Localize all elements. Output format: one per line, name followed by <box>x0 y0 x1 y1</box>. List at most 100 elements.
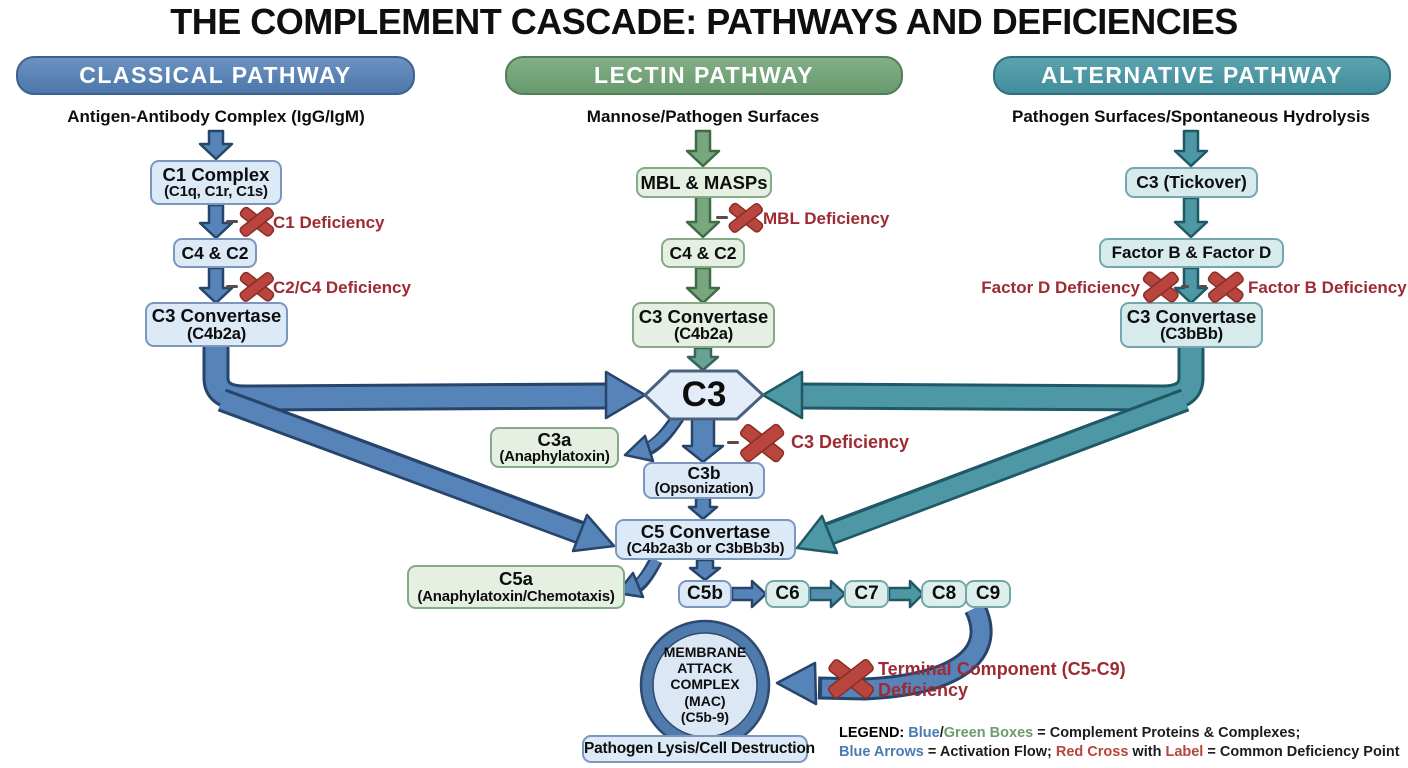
c5conv-line2: (C4b2a3b or C3bBb3b) <box>626 540 785 558</box>
legend-activation-flow: = Activation Flow; <box>923 743 1056 760</box>
box-c5b: C5b <box>678 580 732 608</box>
c5conv-line1: C5 Convertase <box>640 520 771 542</box>
legend-line-2: Blue Arrows = Activation Flow; Red Cross… <box>839 743 1400 762</box>
c5b-label: C5b <box>687 583 723 605</box>
chain-arrows <box>808 579 847 609</box>
mac-line-3: COMPLEX <box>670 676 740 693</box>
terminal-deficiency-label: Terminal Component (C5-C9) Deficiency <box>878 659 1126 701</box>
c2c4-deficiency-label: C2/C4 Deficiency <box>273 278 411 297</box>
box-c9: C9 <box>965 580 1011 608</box>
legend: LEGEND: Blue/Green Boxes = Complement Pr… <box>839 724 1400 761</box>
terminal-deficiency-line2: Deficiency <box>878 680 969 700</box>
classical-down-arrows <box>198 129 768 609</box>
c3-deficiency-label: C3 Deficiency <box>791 432 910 452</box>
c3b-line2: (Opsonization) <box>654 481 754 498</box>
c3a-line2: (Anaphylatoxin) <box>499 448 610 466</box>
classical-to-c3-arrow <box>202 345 647 420</box>
pathway-header-lectin-label: LECTIN PATHWAY <box>594 62 814 88</box>
box-c5-convertase: C5 Convertase (C4b2a3b or C3bBb3b) <box>615 519 796 560</box>
classical-to-c5-arrow <box>217 388 616 553</box>
legend-label-word: Label <box>1165 743 1204 760</box>
alternative-source-label: Pathogen Surfaces/Spontaneous Hydrolysis <box>1011 107 1371 126</box>
pathway-header-classical-label: CLASSICAL PATHWAY <box>79 62 352 88</box>
box-c1-complex: C1 Complex (C1q, C1r, C1s) <box>150 160 282 205</box>
classical-c4c2-label: C4 & C2 <box>181 242 249 263</box>
c9-to-mac-arrow <box>775 602 993 706</box>
box-c3b: C3b (Opsonization) <box>643 462 765 499</box>
classical-conv-line1: C3 Convertase <box>151 305 282 327</box>
mac-line-4: (MAC) <box>684 692 726 709</box>
legend-green-boxes-word: Green Boxes <box>943 725 1034 741</box>
c3a-line1: C3a <box>537 428 572 450</box>
lectin-conv-line1: C3 Convertase <box>638 305 769 327</box>
red-cross-icon <box>728 200 763 235</box>
c7-label: C7 <box>854 583 879 605</box>
pathway-header-classical: CLASSICAL PATHWAY <box>16 56 415 95</box>
box-mbl-masps: MBL & MASPs <box>636 167 772 198</box>
legend-line-1: LEGEND: Blue/Green Boxes = Complement Pr… <box>839 724 1400 743</box>
lectin-source-label: Mannose/Pathogen Surfaces <box>586 107 820 126</box>
alternative-conv-line2: (C3bBb) <box>1160 325 1223 344</box>
c1-deficiency-dash <box>226 220 238 223</box>
factor-d-deficiency-dash <box>1181 285 1189 288</box>
factor-d-deficiency-label: Factor D Deficiency <box>981 278 1140 297</box>
box-c8: C8 <box>921 580 967 608</box>
lectin-c4c2-label: C4 & C2 <box>669 242 737 263</box>
terminal-deficiency-line1: Terminal Component (C5-C9) <box>878 659 1126 679</box>
c3-hexagon-label: C3 <box>681 375 727 414</box>
red-cross-icon <box>828 656 874 702</box>
mac-circle <box>639 619 771 751</box>
legend-blue-arrows-word: Blue Arrows <box>839 743 924 760</box>
red-cross-icon <box>1208 269 1244 305</box>
alternative-to-c3-arrow <box>761 345 1205 420</box>
alternative-to-c5-arrow <box>795 388 1190 555</box>
lectin-down-arrows <box>685 129 721 305</box>
box-outcome: Pathogen Lysis/Cell Destruction <box>582 735 815 763</box>
alternative-down-arrows <box>887 129 1209 609</box>
mac-line-5: (C5b-9) <box>680 708 730 725</box>
legend-line1-rest: = Complement Proteins & Complexes; <box>1033 725 1301 741</box>
box-lectin-c3-convertase: C3 Convertase (C4b2a) <box>632 302 775 348</box>
box-classical-c3-convertase: C3 Convertase (C4b2a) <box>145 302 288 347</box>
red-cross-icon <box>239 204 274 239</box>
c2c4-deficiency-dash <box>226 285 238 288</box>
pathway-header-lectin: LECTIN PATHWAY <box>505 56 903 95</box>
c1-complex-line2: (C1q, C1r, C1s) <box>164 183 268 201</box>
pathway-header-alternative: ALTERNATIVE PATHWAY <box>993 56 1391 95</box>
factor-b-d-label: Factor B & Factor D <box>1111 243 1272 263</box>
c3-hexagon <box>643 369 765 421</box>
c6-label: C6 <box>775 583 800 605</box>
mbl-deficiency-label: MBL Deficiency <box>763 209 890 228</box>
box-c5a: C5a (Anaphylatoxin/Chemotaxis) <box>407 565 625 609</box>
c9-label: C9 <box>975 583 1001 605</box>
page-title: THE COMPLEMENT CASCADE: PATHWAYS AND DEF… <box>170 1 1238 42</box>
c3b-line1: C3b <box>687 462 721 483</box>
c5a-line1: C5a <box>499 568 533 590</box>
lectin-to-c3-arrow <box>686 346 720 372</box>
box-alternative-c3-convertase: C3 Convertase (C3bBb) <box>1120 302 1263 348</box>
alternative-conv-line1: C3 Convertase <box>1126 305 1257 327</box>
red-cross-icon <box>740 421 784 465</box>
outcome-label: Pathogen Lysis/Cell Destruction <box>584 739 815 757</box>
c5a-line2: (Anaphylatoxin/Chemotaxis) <box>417 587 615 605</box>
c3-deficiency-dash <box>727 441 739 444</box>
factor-b-deficiency-label: Factor B Deficiency <box>1248 278 1407 297</box>
box-classical-c4c2: C4 & C2 <box>173 238 257 268</box>
c1-complex-line1: C1 Complex <box>162 163 270 185</box>
c3-to-c3a-arrow <box>623 413 684 463</box>
box-c3-tickover: C3 (Tickover) <box>1125 167 1258 198</box>
pathway-header-alternative-label: ALTERNATIVE PATHWAY <box>1041 62 1343 88</box>
legend-title: LEGEND: <box>839 725 909 741</box>
legend-line2-rest: = Common Deficiency Point <box>1203 743 1400 760</box>
red-cross-icon <box>239 269 274 304</box>
c1-deficiency-label: C1 Deficiency <box>273 213 385 232</box>
classical-conv-line2: (C4b2a) <box>186 324 247 343</box>
classical-source-label: Antigen-Antibody Complex (IgG/IgM) <box>67 107 365 126</box>
box-c3a: C3a (Anaphylatoxin) <box>490 427 619 468</box>
legend-with-word: with <box>1128 743 1166 760</box>
legend-red-cross-word: Red Cross <box>1055 743 1129 760</box>
lectin-conv-line2: (C4b2a) <box>673 325 734 344</box>
box-c7: C7 <box>844 580 889 608</box>
mac-line-1: MEMBRANE <box>663 644 747 660</box>
